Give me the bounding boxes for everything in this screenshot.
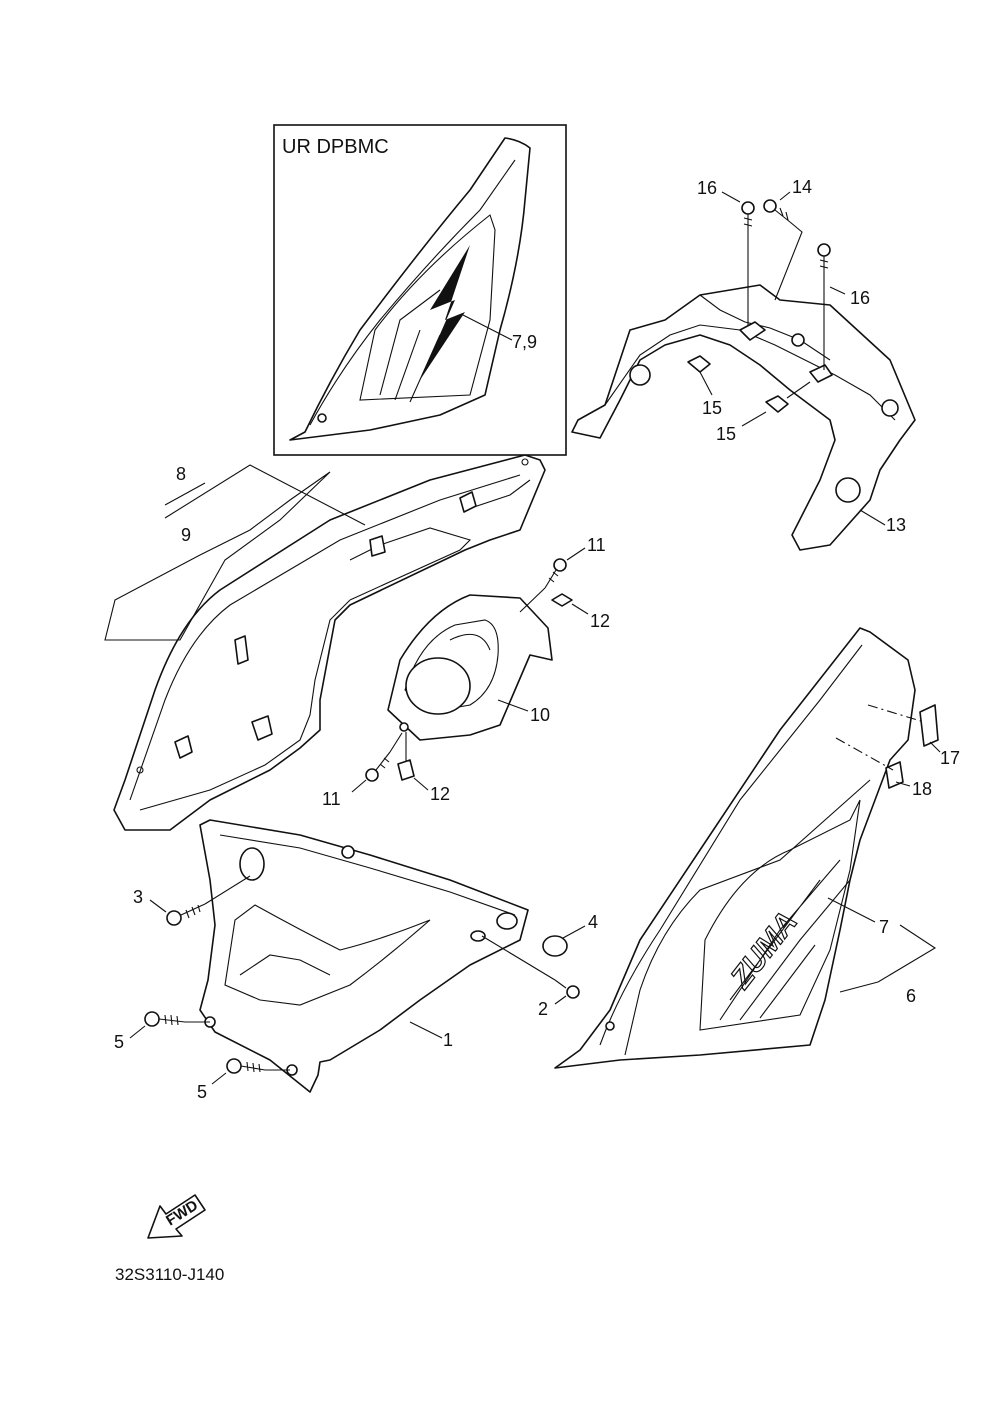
rear-bracket-13 bbox=[571, 284, 916, 551]
side-cover-left bbox=[113, 454, 546, 831]
screw-16-left bbox=[741, 201, 755, 325]
screw-11-bottom bbox=[351, 732, 403, 793]
screw-3 bbox=[149, 875, 251, 926]
clip-nut-15-left bbox=[687, 355, 713, 396]
screw-5-upper bbox=[129, 1011, 210, 1039]
callout-4: 4 bbox=[588, 912, 598, 932]
clip-12-bottom bbox=[397, 732, 429, 791]
callout-16-left: 16 bbox=[697, 178, 717, 198]
callout-15-left: 15 bbox=[702, 398, 722, 418]
callout-13: 13 bbox=[886, 515, 906, 535]
clip-nut-15-right bbox=[741, 381, 811, 427]
callout-12-bottom: 12 bbox=[430, 784, 450, 804]
screw-11-top bbox=[519, 558, 567, 613]
side-cover-right bbox=[554, 627, 916, 1069]
callout-11-bottom: 11 bbox=[322, 789, 341, 809]
callout-6: 6 bbox=[906, 986, 916, 1006]
decal-9 bbox=[104, 471, 331, 641]
clip-12-top bbox=[551, 593, 589, 615]
inset-box: UR DPBMC 7,9 bbox=[273, 124, 567, 456]
label-17 bbox=[867, 704, 941, 753]
label-18 bbox=[835, 737, 911, 789]
callout-12-top: 12 bbox=[590, 611, 610, 631]
screw-5-lower bbox=[211, 1058, 290, 1085]
callout-10: 10 bbox=[530, 705, 550, 725]
callout-18: 18 bbox=[912, 779, 932, 799]
inset-title: UR DPBMC bbox=[282, 136, 389, 158]
screw-2 bbox=[481, 935, 580, 1005]
inset-callout: 7,9 bbox=[512, 332, 537, 352]
callout-9: 9 bbox=[181, 525, 191, 545]
inset-side-cover-graphic bbox=[289, 137, 531, 441]
callout-7: 7 bbox=[879, 917, 889, 937]
callout-1: 1 bbox=[443, 1030, 453, 1050]
callout-5-upper: 5 bbox=[114, 1032, 124, 1052]
callout-3: 3 bbox=[133, 887, 143, 907]
center-cover-10 bbox=[387, 594, 553, 741]
grommet-4 bbox=[542, 925, 586, 957]
callout-14: 14 bbox=[792, 177, 812, 197]
callout-16-right: 16 bbox=[850, 288, 870, 308]
diagram-code: 32S3110-J140 bbox=[115, 1265, 224, 1284]
callout-2: 2 bbox=[538, 999, 548, 1019]
screw-14 bbox=[763, 199, 803, 301]
callout-15-right: 15 bbox=[716, 424, 736, 444]
lower-cover-1 bbox=[199, 819, 529, 1093]
callout-11-top: 11 bbox=[587, 535, 606, 555]
screw-16-right bbox=[817, 243, 831, 370]
callout-8: 8 bbox=[176, 464, 186, 484]
fwd-arrow-icon: FWD bbox=[147, 1194, 206, 1239]
callout-5-lower: 5 bbox=[197, 1082, 207, 1102]
callout-17: 17 bbox=[940, 748, 960, 768]
